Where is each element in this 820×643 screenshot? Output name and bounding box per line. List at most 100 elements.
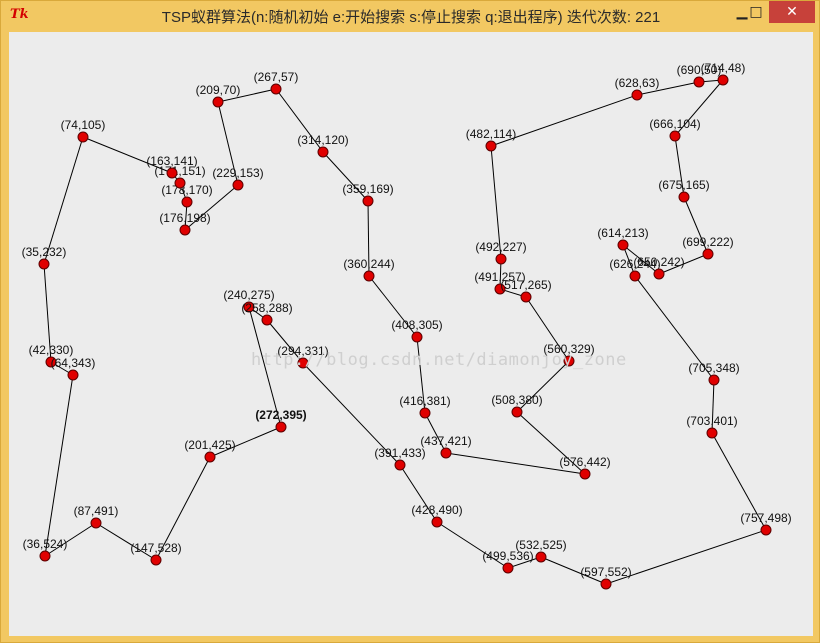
- city-label: (492,227): [475, 240, 526, 254]
- city-label: (391,433): [374, 446, 425, 460]
- tour-edge: [711, 379, 715, 434]
- tour-edge: [44, 374, 74, 557]
- tour-edge: [302, 362, 401, 466]
- city-label: (508,380): [491, 393, 542, 407]
- city-label: (176,198): [159, 211, 210, 225]
- city-label: (314,120): [297, 133, 348, 147]
- tour-edge: [82, 136, 173, 174]
- city-label: (705,348): [688, 361, 739, 375]
- minimize-button[interactable]: ▁: [736, 4, 748, 20]
- tour-edge: [622, 244, 636, 277]
- city-node: [495, 253, 507, 265]
- city-label: (690,50): [677, 63, 722, 77]
- city-label: (614,213): [597, 226, 648, 240]
- tour-canvas[interactable]: (482,114)(492,227)(491,257)(517,265)(560…: [9, 32, 813, 636]
- city-label: (675,165): [658, 178, 709, 192]
- tour-edge: [155, 456, 211, 561]
- city-node: [67, 369, 79, 381]
- tour-edge: [674, 135, 685, 198]
- city-node: [629, 270, 641, 282]
- city-label: (360,244): [343, 257, 394, 271]
- city-node: [693, 76, 705, 88]
- tour-edge: [490, 94, 638, 147]
- city-label: (147,528): [130, 541, 181, 555]
- city-node: [394, 459, 406, 471]
- city-node: [204, 451, 216, 463]
- tour-edge: [658, 253, 709, 275]
- city-node: [617, 239, 629, 251]
- city-node: [717, 74, 729, 86]
- city-node: [631, 89, 643, 101]
- city-label: (64,343): [51, 356, 96, 370]
- tour-edge: [43, 136, 84, 265]
- tour-edge: [445, 452, 586, 475]
- city-node: [39, 550, 51, 562]
- tour-edge: [322, 151, 369, 202]
- city-label: (499,536): [482, 549, 533, 563]
- close-button[interactable]: ✕: [769, 1, 815, 23]
- city-node: [678, 191, 690, 203]
- city-label: (36,524): [23, 537, 68, 551]
- city-label: (597,552): [580, 565, 631, 579]
- tour-edge: [540, 556, 607, 585]
- tour-edge: [516, 360, 570, 413]
- city-label: (359,169): [342, 182, 393, 196]
- maximize-button[interactable]: □: [749, 4, 763, 20]
- city-node: [511, 406, 523, 418]
- city-label: (267,57): [254, 70, 299, 84]
- tour-edge: [44, 522, 97, 557]
- tour-edge: [367, 200, 370, 277]
- tour-edge: [217, 101, 239, 186]
- city-node: [275, 421, 287, 433]
- city-node: [579, 468, 591, 480]
- city-label: (428,490): [411, 503, 462, 517]
- city-label: (408,305): [391, 318, 442, 332]
- city-node: [708, 374, 720, 386]
- window-title: TSP蚁群算法(n:随机初始 e:开始搜索 s:停止搜索 q:退出程序) 迭代次…: [161, 9, 661, 26]
- city-node: [362, 195, 374, 207]
- city-node: [485, 140, 497, 152]
- city-label: (294,331): [277, 344, 328, 358]
- city-node: [150, 554, 162, 566]
- tour-edge: [424, 412, 447, 454]
- tour-edge: [209, 426, 282, 458]
- tour-edge: [683, 196, 709, 255]
- city-node: [706, 427, 718, 439]
- tour-graph: (482,114)(492,227)(491,257)(517,265)(560…: [22, 61, 792, 590]
- city-label: (209,70): [196, 83, 241, 97]
- city-label: (272,395): [255, 408, 306, 422]
- city-label: (628,63): [615, 76, 660, 90]
- city-label: (491,257): [474, 270, 525, 284]
- city-node: [502, 562, 514, 574]
- tour-edge: [436, 521, 509, 569]
- tour-edge: [605, 529, 767, 585]
- city-node: [440, 447, 452, 459]
- tour-edge: [217, 88, 277, 103]
- city-node: [535, 551, 547, 563]
- city-label: (532,525): [515, 538, 566, 552]
- city-node: [363, 270, 375, 282]
- city-node: [166, 167, 178, 179]
- city-node: [261, 314, 273, 326]
- tour-edge: [275, 88, 324, 153]
- tour-edge: [416, 336, 426, 414]
- city-node: [212, 96, 224, 108]
- title-bar[interactable]: Tk TSP蚁群算法(n:随机初始 e:开始搜索 s:停止搜索 q:退出程序) …: [1, 1, 820, 31]
- city-label: (201,425): [184, 438, 235, 452]
- city-node: [179, 224, 191, 236]
- tour-edge: [711, 432, 767, 531]
- city-label: (714,48): [701, 61, 746, 75]
- city-label: (163,141): [146, 154, 197, 168]
- city-label: (240,275): [223, 288, 274, 302]
- city-label: (482,114): [466, 127, 516, 141]
- tour-edge: [368, 275, 418, 338]
- city-label: (703,401): [686, 414, 737, 428]
- tour-edge: [95, 522, 157, 561]
- city-node: [90, 517, 102, 529]
- city-label: (757,498): [740, 511, 791, 525]
- city-node: [563, 355, 575, 367]
- city-node: [520, 291, 532, 303]
- tour-edge: [634, 275, 715, 381]
- tour-edge: [43, 263, 52, 363]
